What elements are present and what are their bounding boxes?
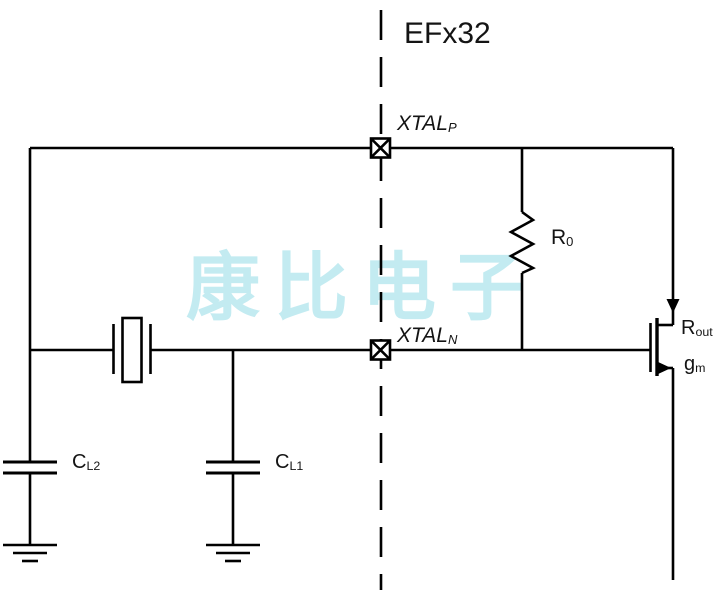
pin-label-main: XTAL <box>397 324 448 347</box>
label-sub: out <box>695 325 713 339</box>
label-main: C <box>275 451 290 473</box>
chip-name-label: EFx32 <box>404 17 491 50</box>
mosfet-symbol <box>649 148 680 580</box>
pin-label-sub: P <box>447 120 457 135</box>
pin-xtal-n-symbol <box>369 339 392 361</box>
r0-zigzag <box>508 210 536 275</box>
capacitor-label-cl1: CL1 <box>275 452 303 472</box>
label-main: g <box>684 353 696 375</box>
pin-x-mark <box>370 137 391 159</box>
capacitor-cl1 <box>206 460 260 475</box>
pin-label-xtal-p: XTALP <box>397 113 457 134</box>
label-main: R <box>681 317 696 339</box>
source-arrow-right <box>656 361 671 375</box>
watermark-text: 康比电子 <box>186 246 538 329</box>
capacitor-label-cl2: CL2 <box>72 452 100 472</box>
label-main: R <box>551 226 567 249</box>
label-sub: m <box>695 361 706 375</box>
label-sub: L2 <box>86 459 101 473</box>
pin-label-main: XTAL <box>397 112 448 135</box>
label-main: C <box>72 451 87 473</box>
label-sub: L1 <box>289 459 304 473</box>
ground-symbol-right <box>206 543 260 563</box>
transistor-label-rout: Rout <box>681 318 713 338</box>
pin-xtal-p-symbol <box>369 137 392 159</box>
transistor-label-gm: gm <box>684 354 705 374</box>
crystal-body <box>121 316 143 384</box>
resistor-label-r0: R0 <box>551 227 573 248</box>
pin-label-xtal-n: XTALN <box>397 325 457 346</box>
capacitor-cl2 <box>3 460 57 475</box>
ground-symbol-left <box>3 543 57 563</box>
resistor-r0 <box>508 148 536 350</box>
current-arrow-down <box>666 299 680 313</box>
crystal-symbol <box>112 316 152 384</box>
pin-label-sub: N <box>447 332 458 347</box>
pin-x-mark <box>370 339 391 361</box>
label-sub: 0 <box>566 234 574 249</box>
